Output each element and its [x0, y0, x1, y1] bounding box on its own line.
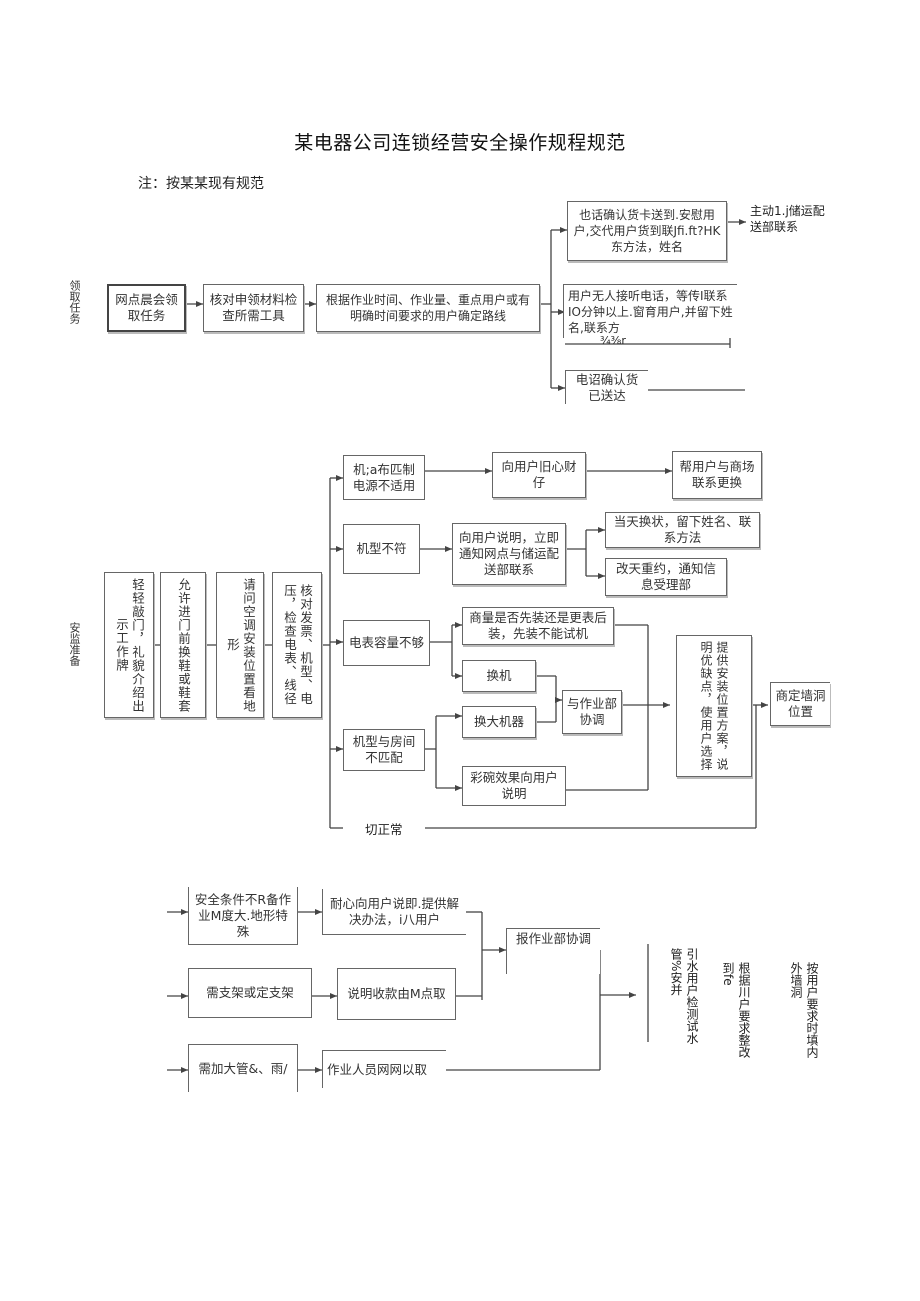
- node-check-invoice: 核对发票、机型、电压，检查电表、线径: [272, 572, 322, 718]
- node-all-normal: 切正常: [365, 822, 403, 837]
- node-notify-outlet: 向用户说明，立即通知网点与储运配送部联系: [452, 523, 566, 585]
- section-label-install-prep: 安监准备: [68, 622, 81, 666]
- node-wall-hole: 商定墙洞位置: [770, 682, 830, 726]
- node-explain-to-user: 向用户旧心财仔: [492, 452, 586, 498]
- node-check-materials: 核对申领材料检查所需工具: [203, 284, 304, 332]
- node-extend-pipe: 需加大管&、雨/: [188, 1044, 298, 1092]
- node-confirmed-delivered: 电诏确认货已送达: [565, 370, 648, 404]
- node-explain-fee: 说明收款由M点取: [337, 968, 456, 1020]
- node-bigger-unit: 换大机器: [462, 706, 536, 738]
- node-ask-location: 请问空调安装位置看地形: [216, 572, 264, 718]
- node-report-dept: 报作业部协调: [506, 928, 600, 974]
- node-same-day-swap: 当天换状，留下姓名、联系方法: [605, 512, 760, 548]
- node-install-first: 商量是否先装还是更表后装，先装不能试机: [462, 607, 614, 645]
- node-determine-route: 根据作业时间、作业量、重点用户或有明确时间要求的用户确定路线: [316, 284, 540, 332]
- node-contact-logistics: 主动1.j储运配送部联系: [750, 204, 825, 234]
- node-fill-holes: 按用户要求时填内外墙洞: [789, 962, 819, 1058]
- node-offer-solution: 耐心向用户说即.提供解决办法，i八用户: [322, 889, 466, 935]
- node-meter-capacity: 电表容量不够: [343, 620, 430, 666]
- node-swap-unit: 换机: [462, 660, 536, 692]
- node-drain-test: 引水用户检测试水管%安并: [669, 948, 699, 1044]
- node-coordinate-dept: 与作业部协调: [562, 690, 622, 734]
- node-confirm-delivery: 也话确认货卡送到.安慰用户,交代用户货到联Jfi.ft?HK东方法，姓名: [567, 201, 727, 261]
- node-no-answer-tail: ¾⅜r: [600, 334, 626, 347]
- node-worker-collect: 作业人员网网以取: [322, 1050, 446, 1088]
- section-label-receive-task: 领取任务: [68, 280, 81, 324]
- node-morning-meeting: 网点晨会领取任务: [107, 284, 186, 332]
- node-rectify: 根据川户要求整改到fe: [721, 962, 751, 1058]
- node-no-answer: 用户无人接听电话，等传I联系IO分钟以上.窗育用户,并留下姓名,联系方: [563, 284, 737, 338]
- node-power-unsuitable: 机;a布匹制电源不适用: [343, 455, 425, 500]
- node-provide-plan: 提供安装位置方案，说明优缺点，使用户选择: [676, 635, 752, 777]
- node-reschedule: 改天重约，通知信息受理部: [605, 558, 727, 596]
- node-knock-door: 轻轻敲门，礼貌介绍出示工作牌: [104, 572, 154, 718]
- node-explain-effect: 彩碗效果向用户说明: [462, 766, 566, 806]
- note-text: 注：按某某现有规范: [138, 176, 264, 192]
- node-need-bracket: 需支架或定支架: [188, 968, 312, 1018]
- node-model-mismatch: 机型不符: [343, 524, 420, 574]
- node-shoe-cover: 允许进门前换鞋或鞋套: [160, 572, 206, 718]
- page-title: 某电器公司连锁经营安全操作规程规范: [294, 132, 626, 154]
- node-contact-mall: 帮用户与商场联系更换: [672, 451, 762, 499]
- node-room-mismatch: 机型与房间不匹配: [343, 729, 425, 771]
- node-unsafe-conditions: 安全条件不R备作业M度大.地形特殊: [188, 887, 298, 945]
